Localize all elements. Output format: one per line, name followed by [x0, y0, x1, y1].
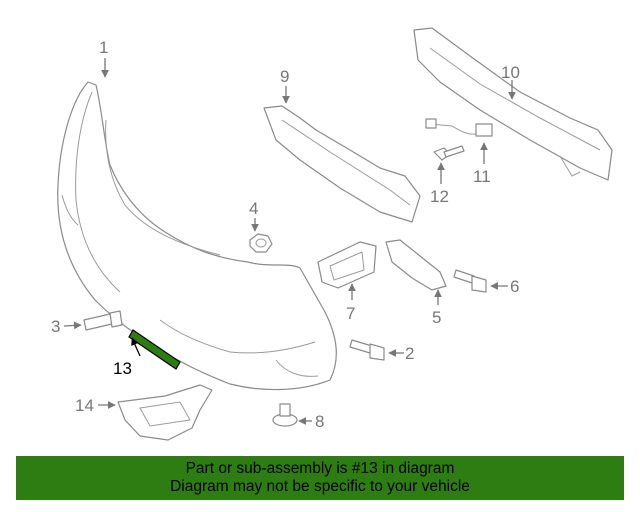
callout-1: 1 [99, 38, 108, 57]
callout-13: 13 [113, 359, 132, 378]
callout-6: 6 [510, 277, 519, 296]
reinforcement-beam-10 [413, 27, 613, 181]
bumper-cover [57, 81, 337, 391]
bolt-2 [349, 339, 385, 361]
callout-14: 14 [75, 396, 94, 415]
callout-10: 10 [501, 63, 520, 82]
side-retainer-5 [385, 239, 447, 291]
callout-3: 3 [51, 317, 60, 336]
callout-13-leader [131, 337, 141, 357]
bolt-6 [453, 269, 487, 293]
nut-4 [249, 233, 273, 253]
banner-line-2: Diagram may not be specific to your vehi… [170, 478, 470, 495]
parts-diagram: 1 13 3 14 4 9 10 11 [51, 27, 613, 441]
callout-2: 2 [405, 344, 414, 363]
absorber-9 [263, 105, 421, 223]
side-bracket-7 [317, 241, 377, 289]
harness-11 [425, 118, 493, 137]
callout-3-leader [63, 321, 82, 330]
push-clip-8 [272, 403, 298, 427]
callout-9: 9 [280, 67, 289, 86]
callout-11: 11 [473, 167, 491, 186]
callout-5: 5 [432, 308, 441, 327]
bolt-3 [83, 310, 123, 331]
callout-7: 7 [346, 304, 355, 323]
clip-12 [433, 145, 465, 161]
bracket-14 [117, 384, 213, 441]
callout-8: 8 [315, 412, 324, 431]
banner-line-1: Part or sub-assembly is #13 in diagram [185, 460, 455, 477]
reflector-molding [128, 329, 181, 370]
info-banner: Part or sub-assembly is #13 in diagram D… [16, 456, 624, 500]
callout-4: 4 [249, 199, 258, 218]
callout-12: 12 [430, 187, 449, 206]
